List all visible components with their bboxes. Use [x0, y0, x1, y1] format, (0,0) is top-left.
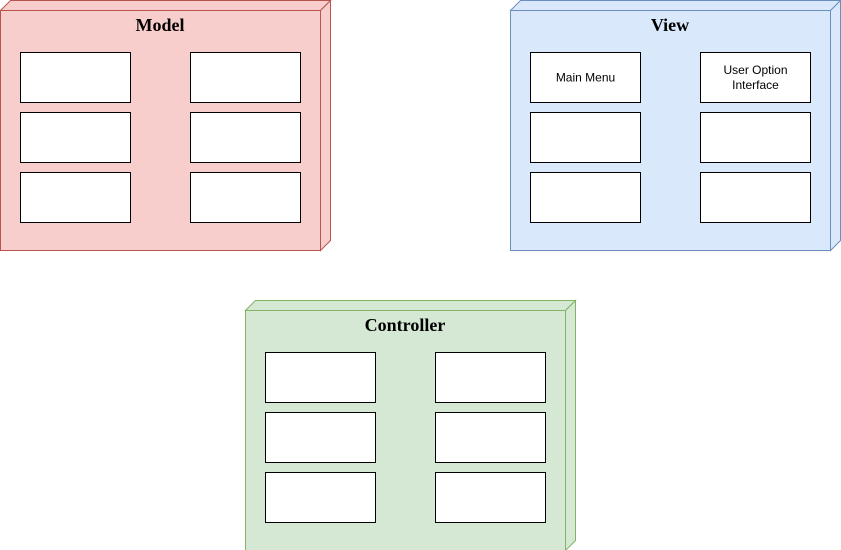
model-component-rect	[190, 172, 301, 223]
controller-package-top	[244, 300, 577, 311]
controller-package-side	[565, 299, 576, 550]
view-component-box	[530, 112, 641, 163]
controller-component-rect	[435, 412, 546, 463]
view-component-rect	[700, 172, 811, 223]
model-component-box	[190, 172, 301, 223]
controller-component-rect	[265, 472, 376, 523]
view-component-label: Interface	[732, 78, 779, 92]
controller-component-rect	[435, 472, 546, 523]
view-component-rect	[530, 112, 641, 163]
view-component-box	[700, 172, 811, 223]
view-component-rect	[700, 52, 811, 103]
model-component-box	[20, 172, 131, 223]
model-component-box	[20, 112, 131, 163]
view-component-rect	[700, 112, 811, 163]
view-component-rect	[530, 52, 641, 103]
view-package-side	[830, 0, 841, 252]
controller-component-box	[435, 472, 546, 523]
controller-component-box	[265, 412, 376, 463]
controller-title: Controller	[365, 315, 446, 335]
controller-component-box	[435, 352, 546, 403]
controller-package: Controller	[244, 299, 577, 550]
view-title: View	[651, 15, 689, 35]
model-component-box	[190, 52, 301, 103]
model-component-box	[190, 112, 301, 163]
view-component-rect	[530, 172, 641, 223]
model-package-side	[320, 0, 331, 252]
controller-component-rect	[265, 352, 376, 403]
model-title: Model	[136, 15, 185, 35]
model-component-rect	[20, 112, 131, 163]
controller-component-box	[265, 472, 376, 523]
view-component-label: Main Menu	[556, 71, 615, 85]
model-component-box	[20, 52, 131, 103]
model-component-rect	[190, 52, 301, 103]
model-component-rect	[20, 52, 131, 103]
controller-component-box	[435, 412, 546, 463]
view-component-box: Main Menu	[530, 52, 641, 103]
model-component-rect	[190, 112, 301, 163]
model-component-rect	[20, 172, 131, 223]
model-package: Model	[0, 0, 332, 252]
view-component-label: User Option	[723, 63, 787, 77]
controller-component-rect	[435, 352, 546, 403]
controller-component-box	[265, 352, 376, 403]
controller-component-rect	[265, 412, 376, 463]
model-package-top	[0, 0, 332, 11]
view-package-top	[509, 0, 841, 11]
view-component-box	[700, 112, 811, 163]
view-component-box	[530, 172, 641, 223]
